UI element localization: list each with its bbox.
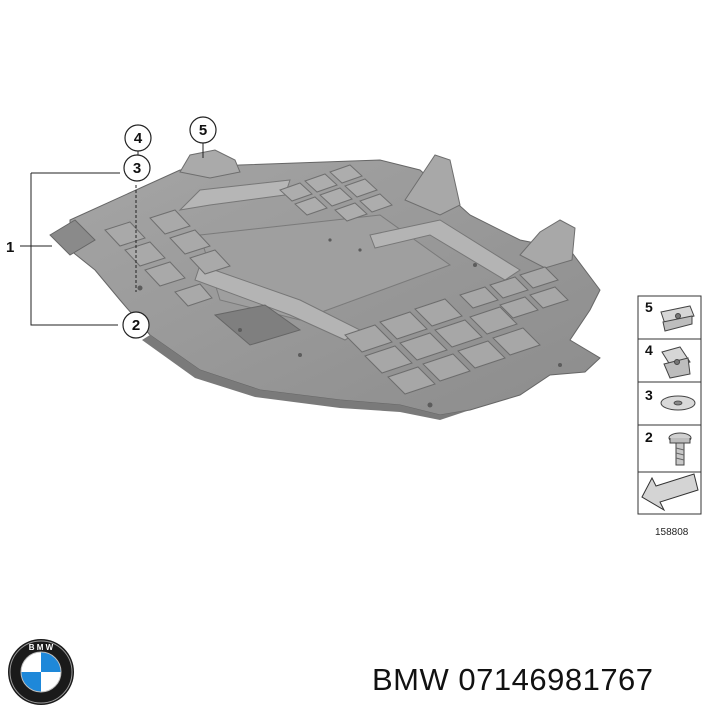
rib-grid-front-left bbox=[104, 209, 231, 307]
callout-1: 1 bbox=[6, 239, 14, 256]
rib-grid-front-right bbox=[344, 266, 569, 395]
callout-3-label: 3 bbox=[133, 160, 141, 177]
callout-2-label: 2 bbox=[132, 317, 140, 334]
direction-arrow-icon bbox=[641, 473, 699, 512]
caption-part-number: 07146981767 bbox=[458, 662, 654, 697]
mounting-holes bbox=[137, 238, 562, 408]
clip-nut-icon bbox=[661, 346, 691, 379]
callout-4-label: 4 bbox=[134, 130, 143, 147]
diagram-id: 158808 bbox=[655, 527, 689, 538]
svg-text:B M W: B M W bbox=[29, 643, 54, 652]
parts-legend: 5 4 3 2 158808 bbox=[637, 295, 702, 538]
underbody-shield bbox=[49, 149, 601, 420]
legend-number-3: 3 bbox=[645, 387, 653, 403]
legend-number-2: 2 bbox=[645, 429, 653, 445]
callout-5-label: 5 bbox=[199, 122, 207, 139]
callout-2: 2 bbox=[122, 311, 150, 339]
legend-number-5: 5 bbox=[645, 299, 653, 315]
part-caption: BMW 07146981767 bbox=[372, 662, 654, 698]
rib-grid-rear bbox=[279, 164, 393, 222]
bmw-logo: B M W bbox=[8, 639, 74, 705]
callout-4: 4 bbox=[124, 124, 152, 152]
legend-number-4: 4 bbox=[645, 342, 653, 358]
washer-icon bbox=[660, 395, 696, 411]
bolt-icon bbox=[668, 432, 692, 466]
leader-lines bbox=[20, 143, 204, 326]
callout-5: 5 bbox=[189, 116, 217, 144]
caption-brand: BMW bbox=[372, 662, 450, 697]
callout-3: 3 bbox=[123, 154, 151, 182]
clip-nut-icon bbox=[660, 305, 695, 332]
